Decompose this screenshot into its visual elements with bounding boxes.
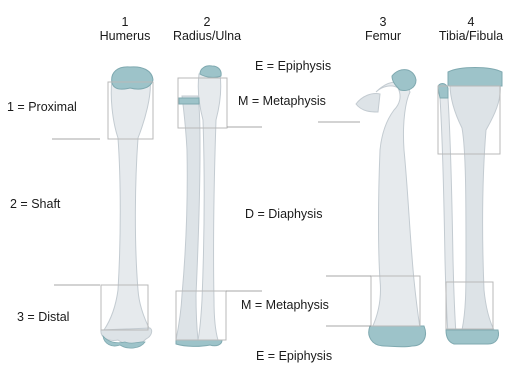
radius-ulna-distal-cartilage — [176, 340, 222, 346]
femur-head-cartilage — [392, 70, 416, 91]
humerus-bone — [101, 67, 153, 348]
zone-label-diaphysis: D = Diaphysis — [245, 207, 322, 221]
tibia-plateau-cartilage — [448, 68, 502, 87]
ulna-head-cartilage — [200, 66, 221, 78]
bone-number: 1 — [80, 15, 170, 29]
femur-shaft — [372, 82, 420, 328]
region-label-distal: 3 = Distal — [17, 310, 69, 324]
zone-label-epiphysis-top: E = Epiphysis — [255, 59, 331, 73]
femur-bone — [356, 70, 426, 347]
radius-head-cartilage — [179, 98, 199, 104]
bone-name: Tibia/Fibula — [426, 29, 507, 43]
tibia-fibula-bones — [438, 68, 502, 345]
ulna-shaft — [198, 74, 221, 340]
zone-label-metaphysis-bottom: M = Metaphysis — [241, 298, 329, 312]
radius-shaft — [176, 96, 200, 340]
bone-number: 3 — [338, 15, 428, 29]
femur-distal-cartilage — [369, 326, 426, 347]
bone-title-humerus: 1 Humerus — [80, 15, 170, 43]
bone-name: Humerus — [80, 29, 170, 43]
bone-title-radius-ulna: 2 Radius/Ulna — [162, 15, 252, 43]
radius-ulna-bones — [176, 66, 227, 347]
region-label-shaft: 2 = Shaft — [10, 197, 60, 211]
tibia-distal-cartilage — [446, 330, 499, 344]
region-label-proximal: 1 = Proximal — [7, 100, 77, 114]
zone-label-epiphysis-bottom: E = Epiphysis — [256, 349, 332, 363]
bone-number: 4 — [426, 15, 507, 29]
humerus-shaft — [104, 80, 150, 330]
bone-title-femur: 3 Femur — [338, 15, 428, 43]
bone-name: Radius/Ulna — [162, 29, 252, 43]
bone-number: 2 — [162, 15, 252, 29]
bone-title-tibia-fibula: 4 Tibia/Fibula — [426, 15, 507, 43]
fibula-shaft — [440, 98, 456, 334]
bone-name: Femur — [338, 29, 428, 43]
zone-label-metaphysis-top: M = Metaphysis — [238, 94, 326, 108]
femur-trochanter — [356, 93, 380, 112]
humerus-head-cartilage — [112, 67, 153, 89]
